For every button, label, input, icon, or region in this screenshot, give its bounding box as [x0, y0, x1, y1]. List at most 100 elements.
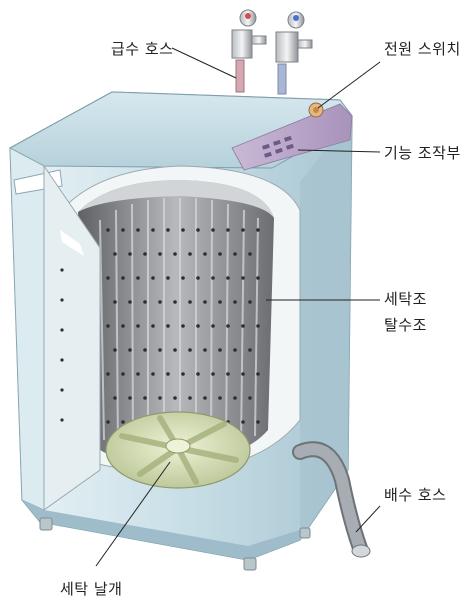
- leader-lines: [95, 47, 381, 567]
- drum-hole: [106, 324, 110, 328]
- faucet-icon: [275, 11, 313, 95]
- drum-hole: [211, 276, 215, 280]
- inner-tub: [43, 164, 301, 511]
- drum-hole: [136, 324, 140, 328]
- drum-hole: [158, 396, 162, 400]
- drum-hole: [166, 276, 170, 280]
- drum-hole: [188, 300, 192, 304]
- drum-hole: [211, 372, 215, 376]
- drum-hole: [173, 348, 177, 352]
- drum-hole: [128, 252, 132, 256]
- drum-hole: [128, 396, 132, 400]
- drum-hole: [241, 372, 245, 376]
- drum-hole: [106, 420, 110, 424]
- drum-hole: [226, 372, 230, 376]
- drum-hole: [256, 420, 260, 424]
- power-switch: [308, 102, 324, 118]
- drum-hole: [158, 348, 162, 352]
- drum-hole: [188, 396, 192, 400]
- drain-hose: [292, 441, 371, 558]
- drum-hole: [181, 324, 185, 328]
- drum-hole: [173, 300, 177, 304]
- drum-hole: [203, 396, 207, 400]
- drum-hole: [248, 348, 252, 352]
- drum-hole: [181, 372, 185, 376]
- drum-hole: [181, 276, 185, 280]
- label-power-switch: 전원 스위치: [384, 40, 461, 58]
- drum-hole: [196, 228, 200, 232]
- label-tub-spin: 탈수조: [384, 316, 427, 334]
- drum-hole: [121, 420, 125, 424]
- drum-hole: [151, 372, 155, 376]
- faucet-icon: [231, 9, 267, 93]
- drum-hole: [256, 324, 260, 328]
- drum-hole: [173, 396, 177, 400]
- drum-hole: [248, 300, 252, 304]
- drum-hole: [106, 372, 110, 376]
- drum-hole: [188, 348, 192, 352]
- label-water-hose: 급수 호스: [111, 40, 174, 58]
- drum-hole: [226, 228, 230, 232]
- drum-hole: [196, 324, 200, 328]
- drum-hole: [241, 228, 245, 232]
- drum-hole: [233, 348, 237, 352]
- drum-hole: [256, 276, 260, 280]
- drum-hole: [113, 348, 117, 352]
- drum-hole: [248, 396, 252, 400]
- drum-hole: [143, 300, 147, 304]
- drum-hole: [143, 348, 147, 352]
- label-drain-hose: 배수 호스: [384, 486, 447, 504]
- label-control-panel: 기능 조작부: [384, 144, 461, 162]
- drum-hole: [128, 348, 132, 352]
- drum-hole: [233, 300, 237, 304]
- drum-hole: [113, 252, 117, 256]
- drum-hole: [233, 396, 237, 400]
- drum-hole: [196, 276, 200, 280]
- drum-hole: [113, 396, 117, 400]
- drum-hole: [136, 372, 140, 376]
- drum-hole: [143, 252, 147, 256]
- drum-hole: [106, 276, 110, 280]
- drum-hole: [241, 324, 245, 328]
- control-panel: [231, 103, 353, 171]
- drum-hole: [203, 252, 207, 256]
- drum-hole: [173, 252, 177, 256]
- drum-hole: [218, 300, 222, 304]
- drum-hole: [181, 228, 185, 232]
- drum-hole: [226, 324, 230, 328]
- label-tub-wash: 세탁조: [384, 290, 427, 308]
- drum-hole: [248, 252, 252, 256]
- drum-hole: [136, 276, 140, 280]
- drum-hole: [188, 252, 192, 256]
- drum-hole: [218, 252, 222, 256]
- label-tub: 세탁조 탈수조: [384, 286, 427, 338]
- drum-hole: [136, 228, 140, 232]
- drum-hole: [121, 276, 125, 280]
- drum-hole: [233, 252, 237, 256]
- drum-hole: [218, 396, 222, 400]
- drum-hole: [218, 348, 222, 352]
- drum-hole: [121, 228, 125, 232]
- drum-hole: [166, 372, 170, 376]
- drum-hole: [158, 300, 162, 304]
- drum-hole: [158, 252, 162, 256]
- drum-hole: [106, 228, 110, 232]
- drum-hole: [121, 324, 125, 328]
- drum-hole: [226, 276, 230, 280]
- drum-hole: [121, 372, 125, 376]
- drum-hole: [256, 228, 260, 232]
- drum-hole: [166, 324, 170, 328]
- drum-hole: [166, 228, 170, 232]
- drum-hole: [241, 276, 245, 280]
- label-pulsator: 세탁 날개: [60, 580, 123, 598]
- pulsator: [105, 411, 251, 489]
- drum-hole: [151, 276, 155, 280]
- drum-hole: [196, 372, 200, 376]
- drum-hole: [151, 228, 155, 232]
- drum-hole: [211, 324, 215, 328]
- drum-hole: [151, 324, 155, 328]
- drum-hole: [128, 300, 132, 304]
- drum-hole: [203, 300, 207, 304]
- drum-hole: [203, 348, 207, 352]
